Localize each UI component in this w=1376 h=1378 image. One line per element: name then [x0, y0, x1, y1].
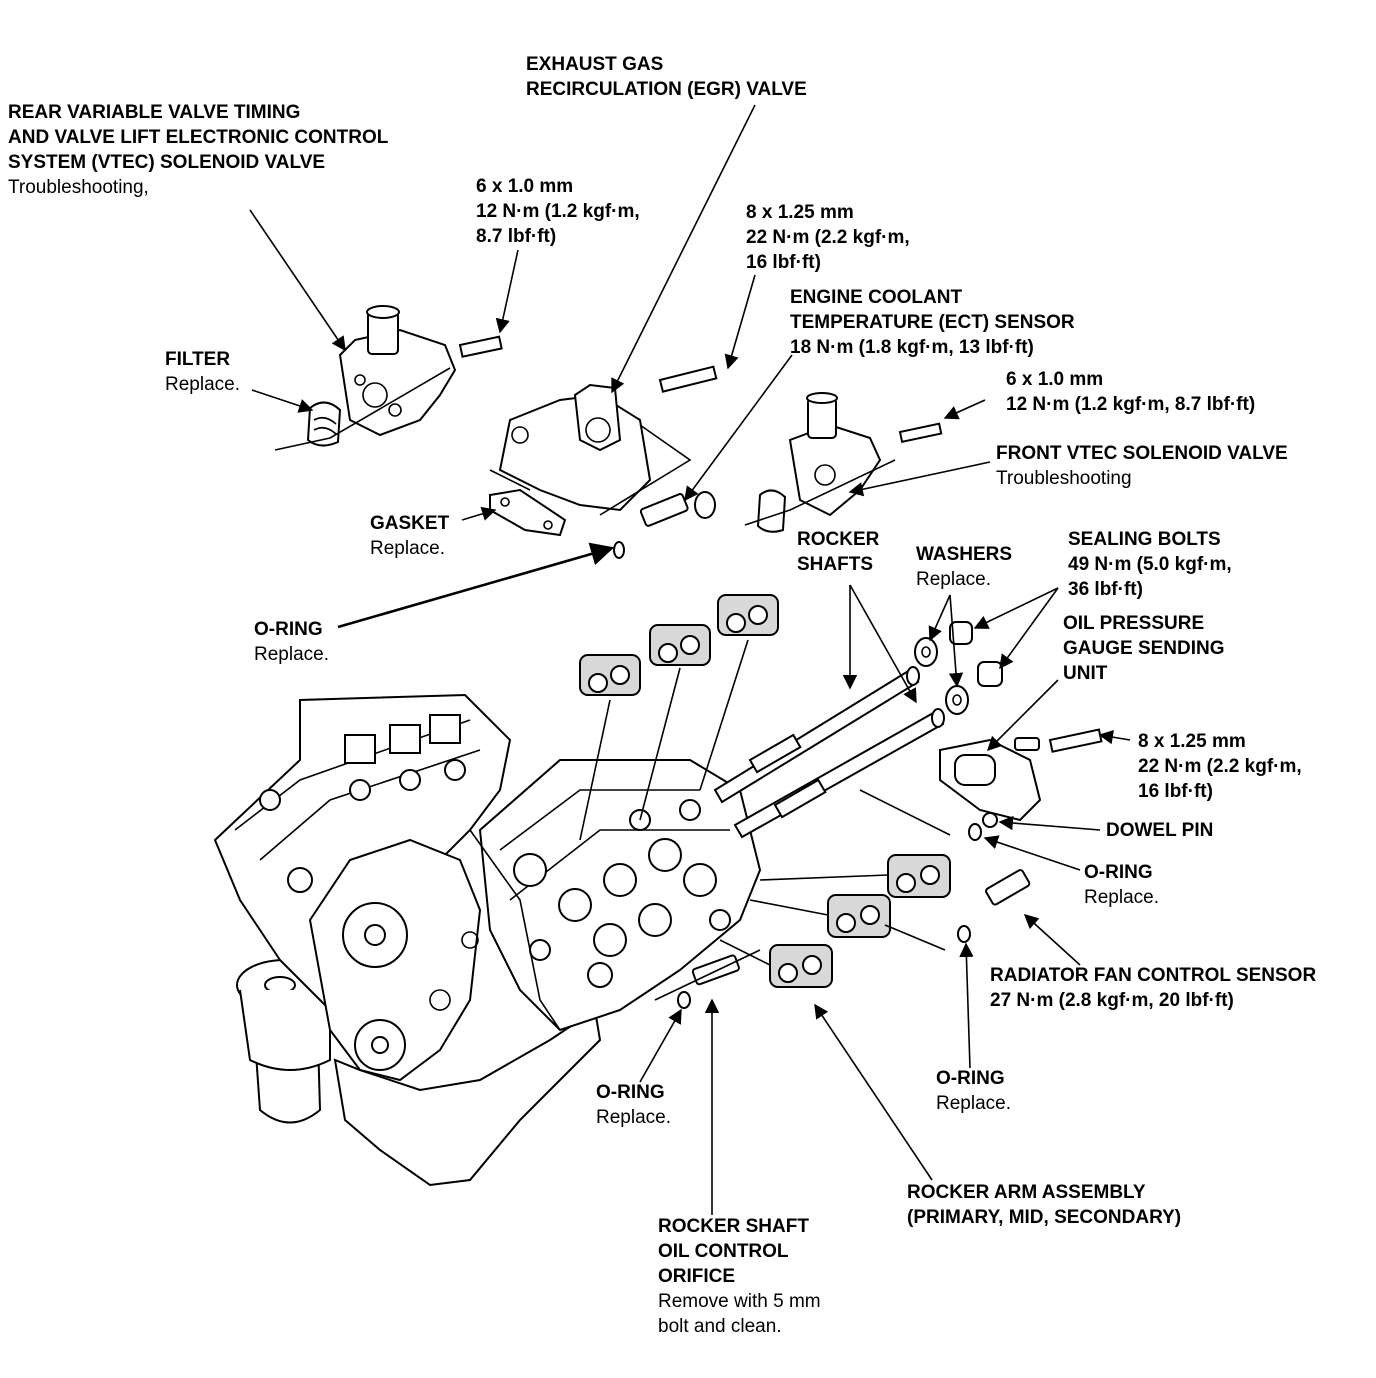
rear-vtec-note: Troubleshooting,: [8, 177, 149, 198]
bolt-top-line-3: 16 lbf·ft): [746, 252, 821, 273]
oring-right-note: Replace.: [1084, 887, 1159, 908]
label-oring-left: O-RING Replace.: [254, 617, 329, 667]
rocker-shafts-drawing: [713, 666, 945, 839]
orifice-note-2: bolt and clean.: [658, 1316, 782, 1337]
rear-vtec-solenoid-drawing: [274, 305, 503, 451]
rocker-shafts-line-2: SHAFTS: [797, 554, 873, 575]
egr-line-2: RECIRCULATION (EGR) VALVE: [526, 79, 807, 100]
engine-block: [213, 693, 762, 1187]
filter-note: Replace.: [165, 374, 240, 395]
egr-line-1: EXHAUST GAS: [526, 54, 664, 75]
label-front-vtec-solenoid-valve: FRONT VTEC SOLENOID VALVE Troubleshootin…: [996, 441, 1288, 491]
orifice-line-3: ORIFICE: [658, 1266, 736, 1287]
label-rocker-shaft-oil-control-orifice: ROCKER SHAFT OIL CONTROL ORIFICE Remove …: [658, 1214, 821, 1339]
rear-vtec-line-3: SYSTEM (VTEC) SOLENOID VALVE: [8, 152, 326, 173]
filter-line-1: FILTER: [165, 349, 231, 370]
washers-line-1: WASHERS: [916, 544, 1013, 565]
gasket-line-1: GASKET: [370, 513, 450, 534]
gasket-note: Replace.: [370, 538, 445, 559]
label-sealing-bolts: SEALING BOLTS 49 N·m (5.0 kgf·m, 36 lbf·…: [1068, 527, 1232, 602]
oil-pressure-line-3: UNIT: [1063, 663, 1108, 684]
rear-vtec-line-1: REAR VARIABLE VALVE TIMING: [8, 102, 301, 123]
radiator-fan-line-2: 27 N·m (2.8 kgf·m, 20 lbf·ft): [990, 990, 1234, 1011]
front-vtec-solenoid-drawing: [744, 392, 943, 533]
washers-sealing-bolts-drawing: [914, 621, 1003, 715]
label-gasket: GASKET Replace.: [370, 511, 449, 561]
ect-sensor-drawing: [613, 491, 716, 559]
bolt-right-line-2: 22 N·m (2.2 kgf·m,: [1138, 756, 1302, 777]
orifice-note-1: Remove with 5 mm: [658, 1291, 821, 1312]
oil-pressure-unit-drawing: [859, 728, 1103, 841]
label-radiator-fan-control-sensor: RADIATOR FAN CONTROL SENSOR 27 N·m (2.8 …: [990, 963, 1316, 1013]
oil-pressure-line-2: GAUGE SENDING: [1063, 638, 1225, 659]
label-oil-pressure-gauge-sending-unit: OIL PRESSURE GAUGE SENDING UNIT: [1063, 611, 1225, 686]
sealing-bolts-line-1: SEALING BOLTS: [1068, 529, 1221, 550]
label-washers: WASHERS Replace.: [916, 542, 1012, 592]
label-rocker-shafts: ROCKER SHAFTS: [797, 527, 879, 577]
label-bolt-8x125-top: 8 x 1.25 mm 22 N·m (2.2 kgf·m, 16 lbf·ft…: [746, 200, 910, 275]
ect-line-2: TEMPERATURE (ECT) SENSOR: [790, 312, 1075, 333]
label-oring-bottom-right: O-RING Replace.: [936, 1066, 1011, 1116]
label-oring-bottom-mid: O-RING Replace.: [596, 1080, 671, 1130]
dowel-pin-line-1: DOWEL PIN: [1106, 820, 1214, 841]
rocker-arm-assemblies: [579, 594, 951, 988]
radiator-fan-line-1: RADIATOR FAN CONTROL SENSOR: [990, 965, 1317, 986]
label-oring-right: O-RING Replace.: [1084, 860, 1159, 910]
bolt-top-line-1: 8 x 1.25 mm: [746, 202, 854, 223]
radiator-fan-sensor-drawing: [654, 869, 1031, 1009]
egr-bolt-line-1: 6 x 1.0 mm: [476, 176, 574, 197]
oil-pressure-line-1: OIL PRESSURE: [1063, 613, 1205, 634]
label-dowel-pin: DOWEL PIN: [1106, 818, 1213, 843]
label-rocker-arm-assembly: ROCKER ARM ASSEMBLY (PRIMARY, MID, SECON…: [907, 1180, 1181, 1230]
label-egr-valve: EXHAUST GAS RECIRCULATION (EGR) VALVE: [526, 52, 807, 102]
label-filter: FILTER Replace.: [165, 347, 240, 397]
sealing-bolts-line-3: 36 lbf·ft): [1068, 579, 1143, 600]
front-bolt-line-1: 6 x 1.0 mm: [1006, 369, 1104, 390]
front-vtec-line-1: FRONT VTEC SOLENOID VALVE: [996, 443, 1288, 464]
label-egr-bolt-spec: 6 x 1.0 mm 12 N·m (1.2 kgf·m, 8.7 lbf·ft…: [476, 174, 640, 249]
rocker-shafts-line-1: ROCKER: [797, 529, 880, 550]
egr-bolt-line-3: 8.7 lbf·ft): [476, 226, 557, 247]
oring-bottom-right-line-1: O-RING: [936, 1068, 1005, 1089]
washers-note: Replace.: [916, 569, 991, 590]
front-bolt-line-2: 12 N·m (1.2 kgf·m, 8.7 lbf·ft): [1006, 394, 1256, 415]
leader-lines: [249, 104, 1131, 1215]
ect-line-3: 18 N·m (1.8 kgf·m, 13 lbf·ft): [790, 337, 1034, 358]
oring-right-line-1: O-RING: [1084, 862, 1153, 883]
oring-left-note: Replace.: [254, 644, 329, 665]
bolt-right-line-1: 8 x 1.25 mm: [1138, 731, 1246, 752]
oring-left-line-1: O-RING: [254, 619, 323, 640]
rear-vtec-line-2: AND VALVE LIFT ELECTRONIC CONTROL: [8, 127, 389, 148]
front-vtec-note: Troubleshooting: [996, 468, 1132, 489]
ect-line-1: ENGINE COOLANT: [790, 287, 963, 308]
oring-bottom-right-note: Replace.: [936, 1093, 1011, 1114]
orifice-line-1: ROCKER SHAFT: [658, 1216, 809, 1237]
label-ect-sensor: ENGINE COOLANT TEMPERATURE (ECT) SENSOR …: [790, 285, 1075, 360]
sealing-bolts-line-2: 49 N·m (5.0 kgf·m,: [1068, 554, 1232, 575]
label-rear-vtec-solenoid-valve: REAR VARIABLE VALVE TIMING AND VALVE LIF…: [8, 100, 388, 200]
rocker-arm-line-1: ROCKER ARM ASSEMBLY: [907, 1182, 1146, 1203]
label-front-bolt-spec: 6 x 1.0 mm 12 N·m (1.2 kgf·m, 8.7 lbf·ft…: [1006, 367, 1255, 417]
oring-bottom-mid-note: Replace.: [596, 1107, 671, 1128]
label-bolt-8x125-right: 8 x 1.25 mm 22 N·m (2.2 kgf·m, 16 lbf·ft…: [1138, 729, 1302, 804]
bolt-top-line-2: 22 N·m (2.2 kgf·m,: [746, 227, 910, 248]
bolt-right-line-3: 16 lbf·ft): [1138, 781, 1213, 802]
egr-bolt-line-2: 12 N·m (1.2 kgf·m,: [476, 201, 640, 222]
rocker-arm-line-2: (PRIMARY, MID, SECONDARY): [907, 1207, 1182, 1228]
oring-bottom-mid-line-1: O-RING: [596, 1082, 665, 1103]
orifice-line-2: OIL CONTROL: [658, 1241, 789, 1262]
